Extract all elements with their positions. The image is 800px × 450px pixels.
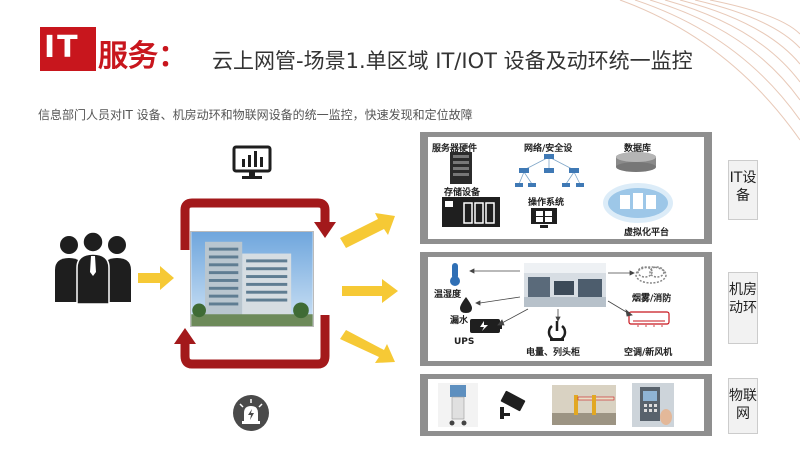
smoke-icon <box>635 266 667 284</box>
server-hardware-label: 服务器硬件 <box>432 144 478 154</box>
power-cabinet-label: 电量、列头柜 <box>526 348 581 358</box>
alarm-icon <box>233 395 269 431</box>
iot-panel <box>420 374 712 436</box>
people-icon <box>55 232 131 304</box>
loop-arrowhead-top <box>314 222 336 238</box>
side-label-it: IT设备 <box>728 160 758 220</box>
arrow-to-dc-panel <box>342 279 398 303</box>
title-prefix: IT <box>44 30 80 65</box>
air-conditioner-icon <box>628 311 670 327</box>
medical-equipment-photo <box>438 383 478 427</box>
dc-env-panel: 温湿度 漏水 UPS 烟雾/消防 <box>420 252 712 366</box>
database-icon <box>616 152 656 172</box>
side-label-iot: 物联网 <box>728 378 758 434</box>
page-title: 云上网管-场景1.单区域 IT/IOT 设备及动环统一监控 <box>212 49 693 73</box>
hvac-label: 空调/新风机 <box>624 348 673 358</box>
virtualization-label: 虚拟化平台 <box>624 228 670 238</box>
decorative-arcs <box>619 0 800 141</box>
title-main: 服务： <box>98 39 188 74</box>
server-rack-icon <box>450 152 472 184</box>
water-drop-icon <box>460 297 472 313</box>
ups-icon <box>470 319 502 333</box>
os-monitor-icon <box>531 208 557 228</box>
dc-env-connector-arrows <box>469 268 635 326</box>
it-devices-panel: 服务器硬件 网络/安全设 数据库 存储设备 <box>420 132 712 244</box>
network-topology-icon <box>515 154 584 187</box>
cloud-virtualization-icon <box>603 183 673 223</box>
camera-icon <box>500 390 526 419</box>
network-security-label: 网络/安全设 <box>524 144 573 154</box>
smoke-fire-label: 烟雾/消防 <box>632 294 672 304</box>
water-leak-label: 漏水 <box>450 316 469 326</box>
temp-humidity-label: 温湿度 <box>434 290 462 300</box>
power-icon <box>547 321 567 341</box>
arrow-to-iot-panel <box>340 330 395 363</box>
thermometer-icon <box>450 263 460 286</box>
it-devices-panel-body: 服务器硬件 网络/安全设 数据库 存储设备 <box>428 137 704 239</box>
database-label: 数据库 <box>624 144 652 154</box>
side-label-dc-env: 机房动环 <box>728 272 758 344</box>
datacenter-room-photo <box>524 263 606 307</box>
os-label: 操作系统 <box>528 198 565 208</box>
access-control-photo <box>632 383 674 427</box>
arrow-to-it-panel <box>340 213 395 248</box>
title-red-box <box>40 27 96 71</box>
loop-arrowhead-bottom <box>174 328 196 344</box>
monitor-chart-icon <box>232 145 272 179</box>
dc-env-panel-body: 温湿度 漏水 UPS 烟雾/消防 <box>428 257 704 361</box>
ups-label: UPS <box>454 337 475 347</box>
people-to-building-arrow <box>138 266 174 290</box>
parking-gate-photo <box>552 385 616 425</box>
page-description: 信息部门人员对IT 设备、机房动环和物联网设备的统一监控，快速发现和定位故障 <box>38 108 473 122</box>
building-photo <box>190 231 314 327</box>
storage-label: 存储设备 <box>444 188 481 198</box>
storage-device-icon <box>442 197 500 227</box>
iot-panel-body <box>428 379 704 431</box>
